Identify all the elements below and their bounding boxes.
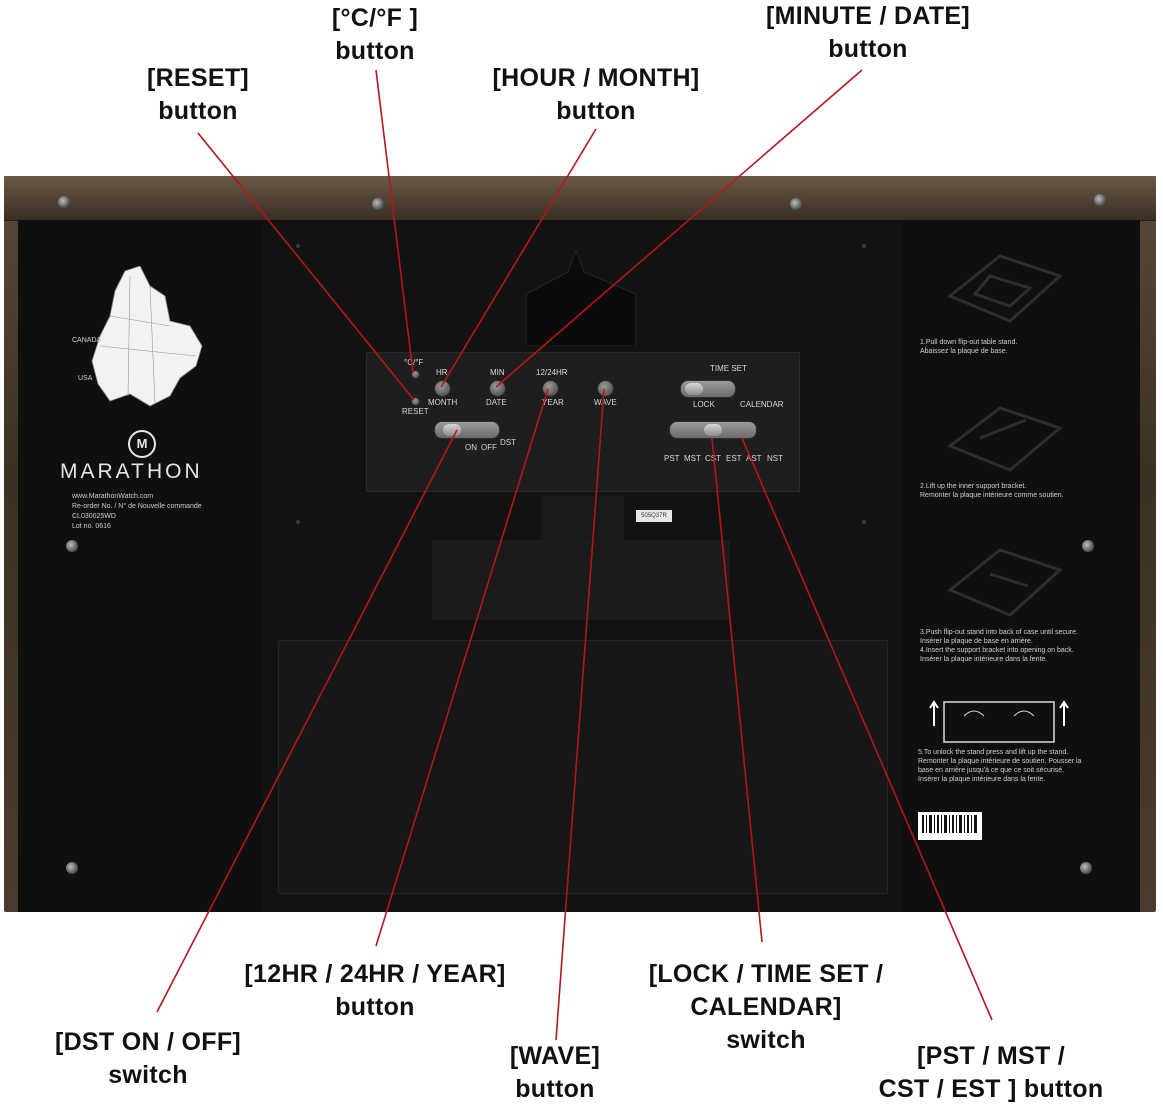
callout-hour-month: [HOUR / MONTH] button — [466, 62, 726, 128]
callout-cf: [°C/°F ] button — [300, 2, 450, 68]
callout-hour-line1: [HOUR / MONTH] — [466, 62, 726, 95]
callout-time-zone: [PST / MST / CST / EST ] button — [862, 1040, 1120, 1106]
leader-cf — [376, 70, 413, 373]
callout-12-24-year: [12HR / 24HR / YEAR] button — [220, 958, 530, 1024]
callout-zone-line2: CST / EST ] button — [862, 1073, 1120, 1106]
callout-wave-line2: button — [490, 1073, 620, 1106]
callout-minute-line1: [MINUTE / DATE] — [738, 0, 998, 33]
callout-dst: [DST ON / OFF] switch — [38, 1026, 258, 1092]
callout-dst-line2: switch — [38, 1059, 258, 1092]
callout-reset-line1: [RESET] — [118, 62, 278, 95]
callout-wave: [WAVE] button — [490, 1040, 620, 1106]
callout-lock-line1: [LOCK / TIME SET / — [630, 958, 902, 991]
callout-wave-line1: [WAVE] — [490, 1040, 620, 1073]
leader-lock — [712, 438, 762, 942]
callout-hour-line2: button — [466, 95, 726, 128]
callout-reset: [RESET] button — [118, 62, 278, 128]
leader-zone — [742, 438, 992, 1020]
leader-dst — [157, 430, 457, 1012]
leader-year — [376, 389, 548, 946]
leader-hour — [441, 129, 596, 387]
callout-zone-line1: [PST / MST / — [862, 1040, 1120, 1073]
callout-minute-date: [MINUTE / DATE] button — [738, 0, 998, 66]
callout-year-line1: [12HR / 24HR / YEAR] — [220, 958, 530, 991]
callout-reset-line2: button — [118, 95, 278, 128]
callout-minute-line2: button — [738, 33, 998, 66]
callout-cf-line2: button — [300, 35, 450, 68]
callout-cf-line1: [°C/°F ] — [300, 2, 450, 35]
callout-dst-line1: [DST ON / OFF] — [38, 1026, 258, 1059]
callout-lock-line2: CALENDAR] — [630, 991, 902, 1024]
leader-wave — [556, 389, 604, 1040]
leader-reset — [198, 133, 414, 400]
callout-year-line2: button — [220, 991, 530, 1024]
